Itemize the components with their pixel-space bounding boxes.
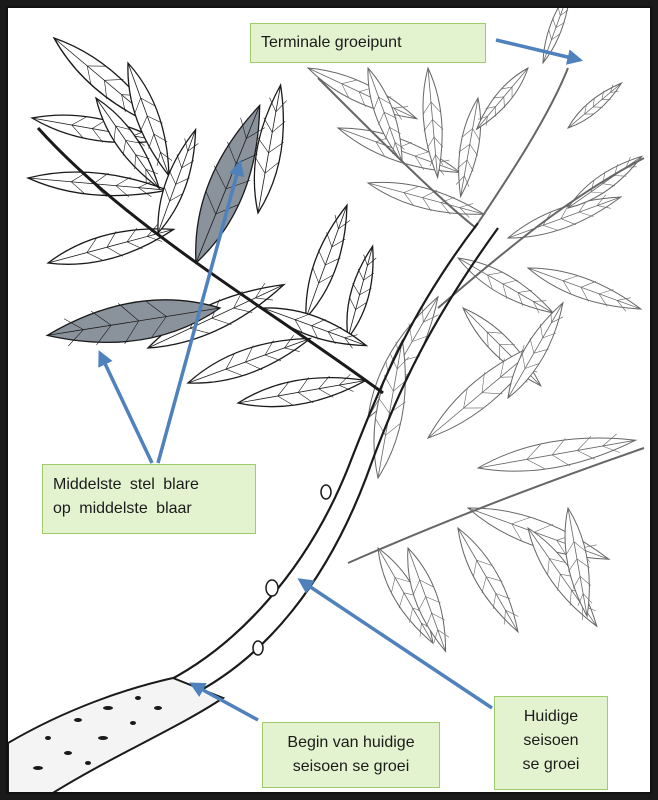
callout-current-line-2: seisoen	[505, 729, 597, 753]
old-wood-branch	[8, 678, 223, 794]
bark-lenticel	[64, 751, 72, 755]
callout-middle-leaflets: Middelste stel blare op middelste blaar	[42, 464, 256, 534]
callout-middle-line-2: op middelste blaar	[53, 497, 245, 521]
leaflet	[568, 83, 622, 128]
arrow-terminal-growth-point	[496, 40, 580, 60]
bud	[321, 485, 331, 499]
bark-lenticel	[103, 706, 113, 710]
callout-terminal-line-1: Terminale groeipunt	[261, 31, 475, 55]
leaflet	[308, 68, 417, 120]
leaflet	[508, 195, 621, 238]
leaflet	[456, 98, 481, 197]
leaflet	[477, 68, 528, 129]
leaflet	[254, 85, 286, 213]
leaflet	[458, 528, 518, 632]
leaflet	[478, 434, 636, 471]
arrow-middle-leaflet-lower	[100, 353, 152, 463]
bark-lenticel	[154, 706, 162, 710]
leaflet	[188, 335, 310, 383]
leaflet	[368, 182, 484, 217]
diagram-frame: Terminale groeipunt Middelste stel blare…	[6, 6, 652, 794]
callout-middle-line-1: Middelste stel blare	[53, 473, 245, 497]
branch-illustration	[8, 8, 652, 794]
leaflet	[306, 205, 350, 318]
leaflet	[238, 374, 366, 406]
bark-lenticel	[33, 766, 43, 770]
callout-begin-line-1: Begin van huidige	[273, 731, 429, 755]
terminal-shoot	[478, 68, 568, 223]
bark-lenticel	[74, 718, 82, 722]
bud	[253, 641, 263, 655]
callout-current-line-1: Huidige	[505, 705, 597, 729]
bark-lenticel	[130, 721, 136, 725]
callout-current-season-growth: Huidige seisoen se groei	[494, 696, 608, 790]
callout-current-line-3: se groei	[505, 753, 597, 777]
bark-lenticel	[85, 761, 91, 765]
bark-lenticel	[98, 736, 108, 740]
bark-lenticel	[135, 696, 141, 700]
callout-begin-line-2: seisoen se groei	[273, 755, 429, 779]
leaflet	[347, 246, 376, 338]
callout-terminal-growth-point: Terminale groeipunt	[250, 23, 486, 63]
callout-begin-current-season: Begin van huidige seisoen se groei	[262, 722, 440, 788]
bark-lenticel	[45, 736, 51, 740]
bud	[266, 580, 278, 596]
